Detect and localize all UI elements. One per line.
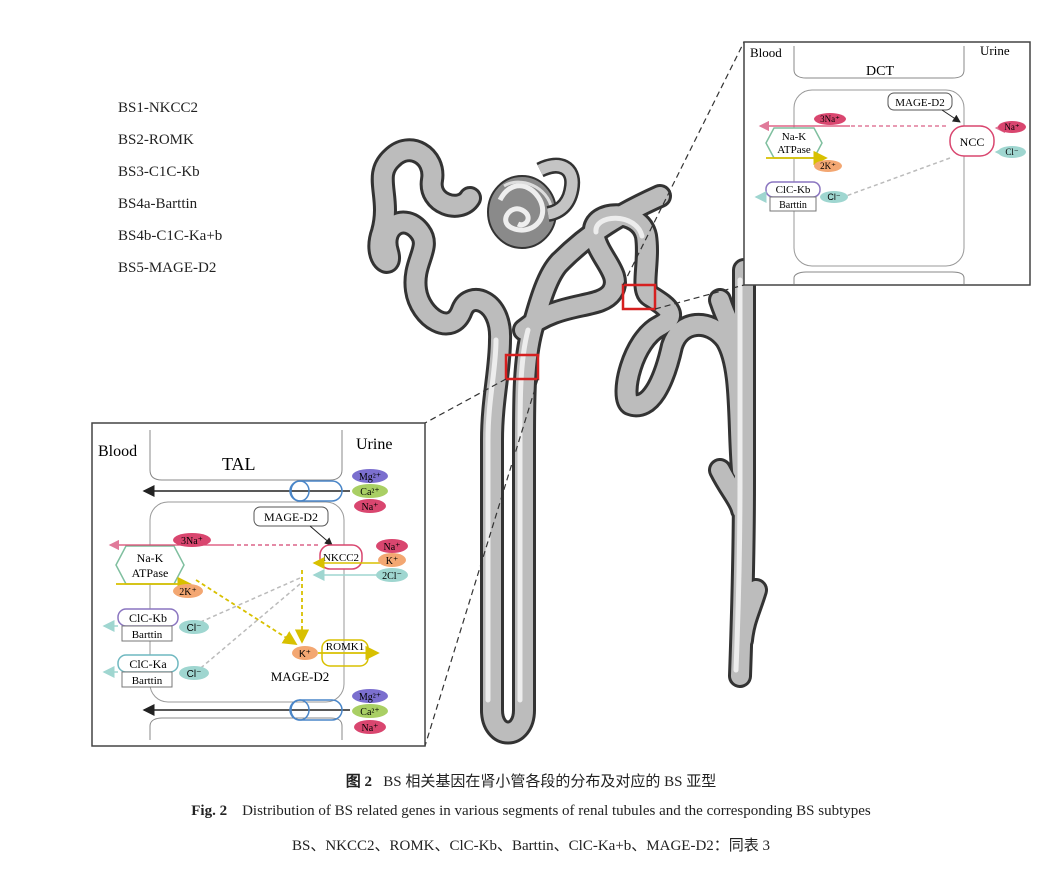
dct-urine-label: Urine: [980, 43, 1010, 58]
tal-cl-2: Cl⁻: [187, 669, 202, 680]
tal-na-nkcc2: Na⁺: [384, 542, 401, 553]
legend-item: BS5-MAGE-D2: [118, 260, 217, 276]
tal-cl2-nkcc2: 2Cl⁻: [382, 571, 402, 582]
tal-clckb: ClC-Kb: [129, 611, 167, 625]
tal-na3: 3Na⁺: [181, 536, 203, 547]
tal-pump-label-1: Na-K: [137, 551, 164, 565]
dct-na: Na⁺: [1004, 122, 1019, 132]
dct-k2: 2K⁺: [820, 161, 836, 171]
legend-item: BS4a-Barttin: [118, 196, 198, 212]
subtype-legend: BS1-NKCC2 BS2-ROMK BS3-C1C-Kb BS4a-Bartt…: [118, 92, 222, 284]
tal-urine-label: Urine: [356, 436, 392, 453]
tal-k2: 2K⁺: [179, 587, 197, 598]
tal-barttin-1: Barttin: [132, 629, 163, 641]
dct-ncc: NCC: [960, 135, 985, 149]
dct-blood-label: Blood: [750, 45, 782, 60]
dct-cl-ncc: Cl⁻: [1005, 147, 1019, 157]
tal-mage-bottom: MAGE-D2: [271, 669, 330, 684]
legend-item: BS3-C1C-Kb: [118, 164, 200, 180]
dct-panel: Blood Urine DCT MAGE-D2 Na-K ATPase 3Na⁺…: [743, 41, 1031, 286]
glomerulus: [487, 157, 581, 249]
tal-panel: Blood Urine TAL Mg²⁺ Ca²⁺ Na⁺ Mg²⁺ Ca²⁺ …: [91, 422, 426, 747]
caption-cn-label: 图 2: [345, 774, 373, 790]
tal-segment-label: TAL: [222, 454, 256, 474]
tal-highlight-box: [504, 353, 540, 381]
legend-item: BS2-ROMK: [118, 132, 194, 148]
dct-highlight-box: [621, 283, 657, 311]
caption-cn-text: BS 相关基因在肾小管各段的分布及对应的 BS 亚型: [383, 774, 717, 790]
caption-note: BS、NKCC2、ROMK、ClC-Kb、Barttin、ClC-Ka+b、MA…: [291, 838, 771, 854]
tal-na-top: Na⁺: [362, 502, 379, 513]
dct-clckb: ClC-Kb: [776, 184, 811, 196]
dct-barttin: Barttin: [779, 200, 807, 211]
tal-mage-top: MAGE-D2: [264, 510, 318, 524]
dct-pump-label-1: Na-K: [782, 131, 806, 143]
leader-lines: [424, 41, 745, 747]
legend-item: BS4b-C1C-Ka+b: [118, 228, 223, 244]
caption-en-label: Fig. 2: [191, 803, 228, 819]
tal-blood-label: Blood: [98, 443, 137, 460]
legend-item: BS1-NKCC2: [118, 100, 199, 116]
tal-romk: ROMK1: [326, 641, 365, 653]
dct-na3: 3Na⁺: [820, 114, 840, 124]
dct-segment-label: DCT: [866, 64, 894, 79]
caption-english: Fig. 2 Distribution of BS related genes …: [0, 803, 1062, 820]
tal-barttin-2: Barttin: [132, 675, 163, 687]
caption-chinese: 图 2 BS 相关基因在肾小管各段的分布及对应的 BS 亚型: [0, 770, 1062, 791]
tal-mg-bottom: Mg²⁺: [359, 692, 381, 703]
tal-k-cell: K⁺: [299, 649, 311, 660]
caption-en-text: Distribution of BS related genes in vari…: [242, 803, 871, 819]
nephron-tubule: [367, 138, 768, 745]
nephron-figure: Blood Urine TAL Mg²⁺ Ca²⁺ Na⁺ Mg²⁺ Ca²⁺ …: [91, 41, 1031, 747]
tal-pump-label-2: ATPase: [132, 566, 169, 580]
dct-mage: MAGE-D2: [895, 97, 945, 109]
tal-k-nkcc2: K⁺: [386, 556, 399, 567]
dct-cl: Cl⁻: [827, 192, 840, 202]
tal-na-bottom: Na⁺: [362, 723, 379, 734]
tal-ca-bottom: Ca²⁺: [360, 707, 379, 718]
dct-pump-label-2: ATPase: [777, 144, 811, 156]
tal-clcka: ClC-Ka: [129, 657, 167, 671]
tal-nkcc2: NKCC2: [323, 552, 359, 564]
tal-ca-top: Ca²⁺: [360, 487, 379, 498]
tal-cl-1: Cl⁻: [187, 623, 202, 634]
tal-mg-top: Mg²⁺: [359, 472, 381, 483]
